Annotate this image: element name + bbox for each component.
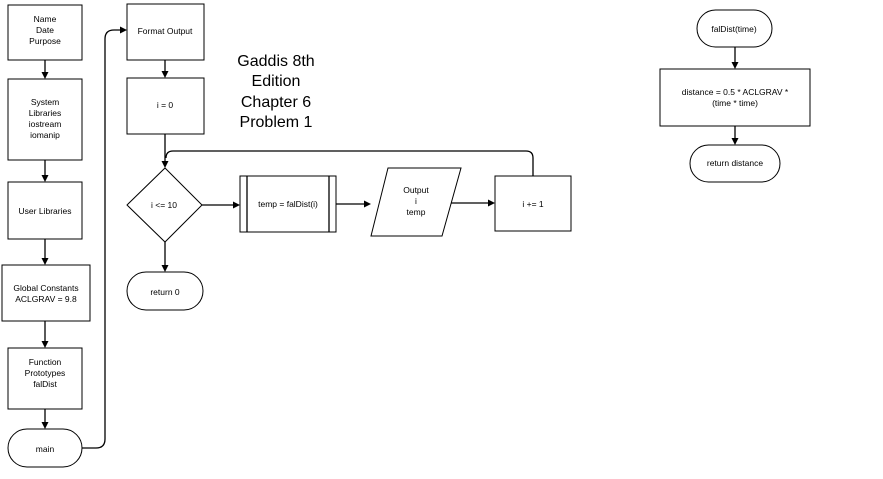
- main-terminal-label: main: [36, 444, 55, 454]
- arrowhead-2: [41, 175, 49, 182]
- format-output-box: [126, 3, 205, 61]
- arrowhead-1: [41, 72, 49, 79]
- arrowhead-5: [41, 422, 49, 429]
- call-label: temp = falDist(i): [258, 199, 318, 209]
- output-node: Output i temp: [370, 167, 462, 237]
- arrowhead-9: [161, 265, 169, 272]
- compute-line-1: distance = 0.5 * ACLGRAV *: [682, 87, 789, 97]
- call-node: temp = falDist(i): [239, 175, 337, 233]
- global-constants-line-2: ACLGRAV = 9.8: [15, 294, 77, 304]
- arrowhead-14: [731, 138, 739, 145]
- function-prototypes-line-1: Function: [29, 357, 62, 367]
- arrowhead-8: [161, 161, 169, 168]
- return-distance-label: return distance: [707, 158, 763, 168]
- format-output-label: Format Output: [138, 26, 193, 36]
- global-constants-line-1: Global Constants: [13, 283, 78, 293]
- output-line-2: i: [415, 196, 417, 206]
- global-constants-node: Global Constants ACLGRAV = 9.8: [1, 264, 91, 322]
- init-box: [126, 77, 205, 135]
- compute-node: distance = 0.5 * ACLGRAV * (time * time): [659, 68, 811, 127]
- connector-main-format: [82, 29, 124, 449]
- function-prototypes-line-2: Prototypes: [25, 368, 66, 378]
- title-line-1: Gaddis 8th: [237, 53, 314, 70]
- init-node: i = 0: [126, 77, 205, 135]
- return-distance-node: return distance: [689, 144, 781, 183]
- arrowhead-3: [41, 258, 49, 265]
- system-libraries-line-4: iomanip: [30, 130, 60, 140]
- output-line-1: Output: [403, 185, 429, 195]
- diagram-title: Gaddis 8th Edition Chapter 6 Problem 1: [237, 53, 314, 131]
- increment-box: [494, 175, 572, 232]
- system-libraries-line-1: System: [31, 97, 59, 107]
- main-terminal-node: main: [7, 428, 83, 468]
- arrowhead-11: [364, 200, 371, 208]
- condition-node: i <= 10: [126, 167, 203, 243]
- output-parallelogram: [370, 167, 462, 237]
- title-line-4: Problem 1: [240, 114, 313, 131]
- header-line-1: Name: [34, 14, 57, 24]
- system-libraries-node: System Libraries iostream iomanip: [7, 78, 83, 161]
- increment-node: i += 1: [494, 175, 572, 232]
- format-output-node: Format Output: [126, 3, 205, 61]
- compute-line-2: (time * time): [712, 98, 758, 108]
- system-libraries-line-2: Libraries: [29, 108, 62, 118]
- arrowhead-6: [120, 26, 127, 34]
- arrowhead-4: [41, 341, 49, 348]
- function-prototypes-node: Function Prototypes falDist: [7, 347, 83, 410]
- system-libraries-box: [7, 78, 83, 161]
- header-node: Name Date Purpose: [7, 4, 83, 61]
- return-zero-node: return 0: [126, 271, 204, 311]
- arrowhead-13: [731, 62, 739, 69]
- header-box: [7, 4, 83, 61]
- connector-loop-back: [165, 150, 534, 176]
- user-libraries-label: User Libraries: [19, 206, 72, 216]
- header-line-2: Date: [36, 25, 54, 35]
- title-line-3: Chapter 6: [241, 94, 311, 111]
- return-zero-label: return 0: [150, 287, 180, 297]
- title-line-2: Edition: [252, 73, 301, 90]
- user-libraries-box: [7, 181, 83, 240]
- function-prototypes-line-3: falDist: [33, 379, 57, 389]
- function-header-label: falDist(time): [711, 24, 757, 34]
- header-line-3: Purpose: [29, 36, 61, 46]
- arrowhead-7: [161, 71, 169, 78]
- increment-label: i += 1: [522, 199, 544, 209]
- condition-label: i <= 10: [151, 200, 177, 210]
- function-header-node: falDist(time): [696, 9, 773, 48]
- call-box: [239, 175, 337, 233]
- user-libraries-node: User Libraries: [7, 181, 83, 240]
- function-prototypes-box: [7, 347, 83, 410]
- arrowhead-12: [488, 199, 495, 207]
- compute-box: [659, 68, 811, 127]
- system-libraries-line-3: iostream: [29, 119, 62, 129]
- arrowhead-10: [233, 201, 240, 209]
- output-line-3: temp: [407, 207, 426, 217]
- global-constants-box: [1, 264, 91, 322]
- init-label: i = 0: [157, 100, 174, 110]
